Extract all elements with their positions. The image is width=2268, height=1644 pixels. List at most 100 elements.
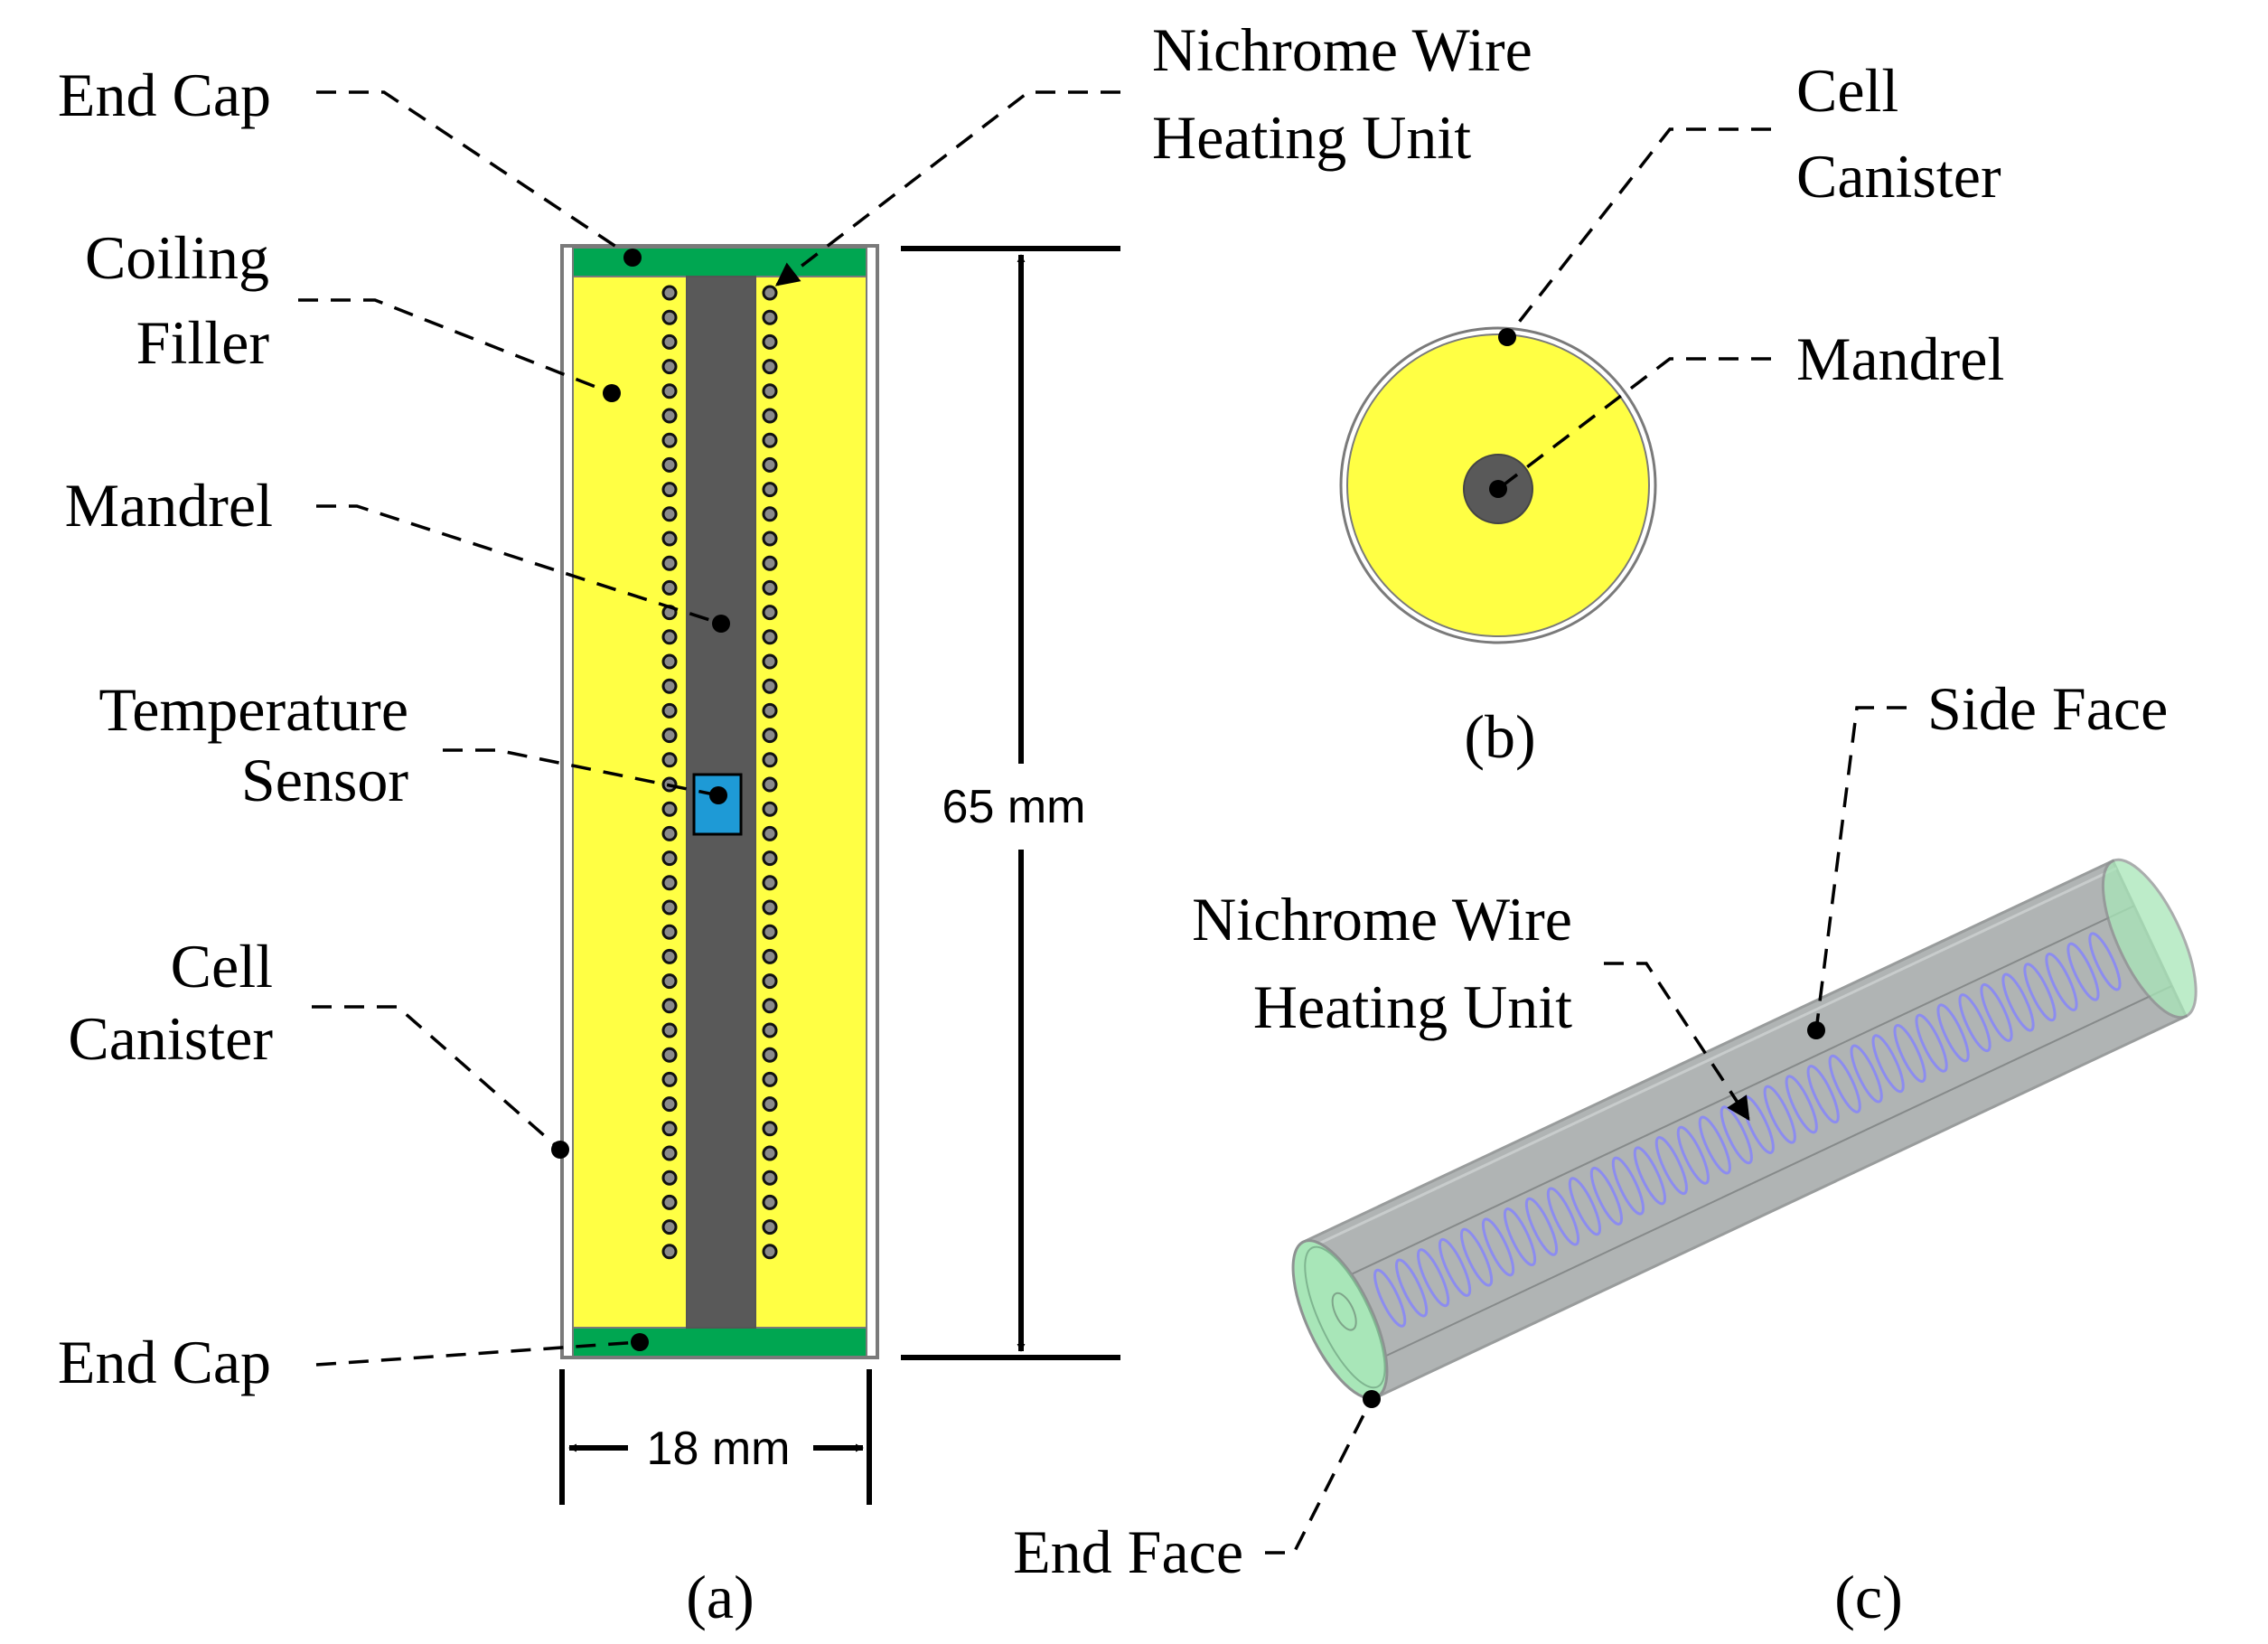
leader-end-cap-bottom <box>315 1340 641 1367</box>
wire-coil-dot <box>762 309 778 325</box>
wire-coil-dot <box>762 728 778 744</box>
label-mandrel: Mandrel <box>65 471 273 540</box>
wire-coil-turn <box>1785 1075 1818 1134</box>
mandrel-end-3d <box>1331 1292 1357 1331</box>
leader-end-face <box>1265 1398 1373 1555</box>
wire-coil-dot <box>762 333 778 350</box>
wire-coil-turn <box>1395 1258 1429 1318</box>
wire-coil-dot <box>661 899 678 916</box>
dot-end-cap-bottom <box>631 1333 649 1351</box>
caption-a: (a) <box>686 1563 754 1631</box>
height-dimension: 65 mm <box>942 781 1086 833</box>
wire-coil-dot <box>661 728 678 744</box>
leader-coiling-filler <box>298 298 613 395</box>
dot-mandrel-b <box>1489 480 1507 498</box>
wire-coil-turn <box>1915 1013 1948 1073</box>
wire-coil-turn <box>1438 1237 1472 1297</box>
wire-coil-dot <box>762 531 778 547</box>
wire-coil-dot <box>762 1194 778 1210</box>
wire-coil-dot <box>762 1096 778 1113</box>
label-end-cap-top: End Cap <box>58 61 271 129</box>
wire-coil-turn <box>1720 1105 1753 1165</box>
wire-coil-turn <box>1589 1166 1624 1226</box>
wire-coil-dot <box>661 948 678 964</box>
dot-temperature-sensor <box>709 786 727 804</box>
wire-coil-dot <box>762 653 778 670</box>
wire-coil-dot <box>661 653 678 670</box>
wire-coil-dot <box>661 1022 678 1038</box>
end-cap-bottom <box>572 1327 867 1357</box>
wire-coil-dot <box>661 506 678 522</box>
wire-coil-dot <box>661 1145 678 1161</box>
leader-nichrome <box>774 90 1120 287</box>
wire-coil-dot <box>661 432 678 448</box>
wire-coil-dot <box>762 579 778 596</box>
label-cell-canister-b-1: Cell <box>1796 56 1898 125</box>
wire-coil-dot <box>661 309 678 325</box>
wire-coil-turn <box>1763 1085 1796 1144</box>
label-temperature-sensor-2: Sensor <box>241 746 408 814</box>
wire-coil-dot <box>661 1096 678 1113</box>
temperature-sensor <box>692 773 743 836</box>
wire-coil-dot <box>661 924 678 940</box>
end-cap-top <box>572 247 867 277</box>
wire-coil-dot <box>762 998 778 1014</box>
wire-coil-dot <box>762 924 778 940</box>
dot-mandrel <box>712 615 730 633</box>
wire-coil-dot <box>661 1071 678 1087</box>
label-cell-canister-b-2: Canister <box>1796 142 2001 211</box>
wire-coil-turn <box>1828 1054 1861 1113</box>
wire-coil-turn <box>1503 1207 1537 1267</box>
dot-cell-canister <box>551 1141 569 1159</box>
wire-coil-turn <box>1850 1044 1883 1104</box>
leader-mandrel <box>316 504 722 625</box>
wire-coil-dot <box>661 482 678 498</box>
wire-coil-turn <box>1958 993 1992 1053</box>
wire-coil-dot <box>661 629 678 645</box>
wire-coil-turn <box>1654 1136 1688 1196</box>
leader-cell-canister <box>312 1005 562 1151</box>
wire-coil-dot <box>661 752 678 768</box>
wire-coil-dot <box>762 605 778 621</box>
wire-coil-dot <box>661 333 678 350</box>
wire-coil-dot <box>762 875 778 891</box>
wire-coil-dot <box>661 678 678 694</box>
wire-coil-dot <box>661 998 678 1014</box>
caption-c: (c) <box>1834 1563 1902 1631</box>
leader-mandrel-b <box>1496 357 1771 491</box>
label-temperature-sensor-1: Temperature <box>98 675 408 744</box>
wire-coil-turn <box>1980 982 2013 1042</box>
canister-edge-3 <box>1362 985 2172 1368</box>
wire-coil-dot <box>762 825 778 841</box>
wire-coil-dot <box>661 825 678 841</box>
wire-coil-turn <box>1373 1268 1407 1328</box>
label-end-cap-bottom: End Cap <box>58 1328 271 1396</box>
nichrome-wire-coils <box>661 285 778 1260</box>
wire-coil-dot <box>661 875 678 891</box>
wire-coil-dot <box>661 285 678 301</box>
label-end-face: End Face <box>1013 1517 1243 1586</box>
label-nichrome-1: Nichrome Wire <box>1152 15 1532 84</box>
label-nichrome-c-2: Heating Unit <box>1253 972 1572 1041</box>
wire-coil-dot <box>762 1121 778 1137</box>
wire-coil-dot <box>661 383 678 399</box>
leader-end-cap-top <box>316 90 633 259</box>
dot-end-face <box>1363 1390 1381 1408</box>
dot-end-cap-top <box>623 249 642 267</box>
wire-coil-dot <box>762 359 778 375</box>
nichrome-coil-3d <box>1373 932 2122 1328</box>
wire-coil-turn <box>1676 1125 1710 1185</box>
far-end-face <box>2101 858 2198 1019</box>
wire-coil-dot <box>661 1121 678 1137</box>
leader-temperature-sensor <box>443 748 719 797</box>
label-mandrel-b: Mandrel <box>1796 324 2004 393</box>
wire-coil-dot <box>661 1194 678 1210</box>
wire-coil-turn <box>2067 942 2100 1001</box>
wire-coil-dot <box>762 801 778 817</box>
wire-coil-dot <box>762 973 778 990</box>
wire-coil-turn <box>1459 1227 1494 1287</box>
wire-coil-turn <box>1481 1217 1515 1277</box>
wire-coil-turn <box>2045 952 2078 1011</box>
label-cell-canister-1: Cell <box>171 932 273 1000</box>
